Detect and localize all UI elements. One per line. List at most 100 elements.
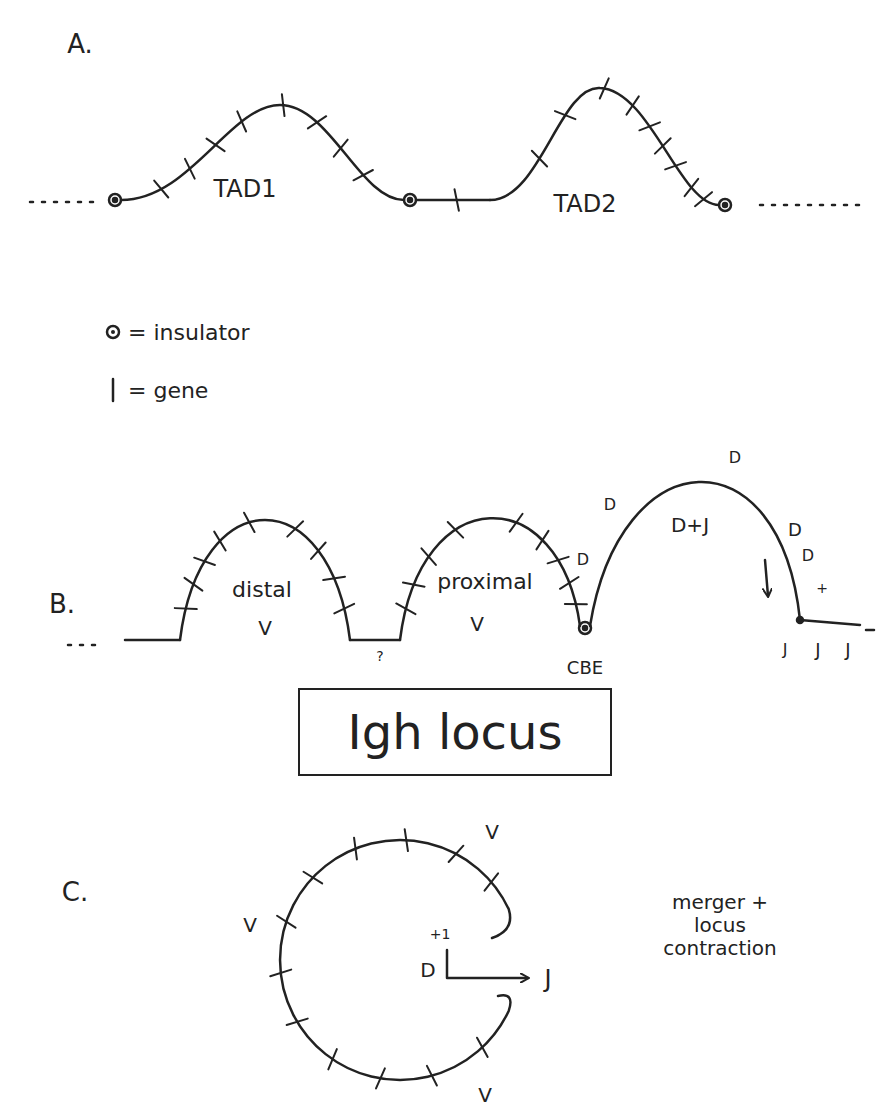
gene-tick bbox=[175, 607, 197, 610]
gene-tick bbox=[427, 1066, 437, 1086]
gene-tick bbox=[354, 838, 357, 860]
gene-tick bbox=[477, 1038, 488, 1057]
insulator-symbol bbox=[719, 199, 731, 211]
gene-tick bbox=[421, 548, 435, 565]
chromatin-fiber bbox=[350, 639, 400, 642]
annotation-label: D bbox=[418, 959, 437, 982]
gene-tick bbox=[405, 829, 408, 851]
annotation-label: J bbox=[813, 640, 822, 661]
gene-tick bbox=[334, 604, 354, 613]
gene-tick bbox=[532, 151, 547, 167]
annotation-label: D bbox=[602, 496, 618, 514]
insulator-symbol bbox=[408, 198, 412, 202]
gene-tick bbox=[560, 577, 579, 589]
annotation-label: D bbox=[575, 551, 591, 569]
locus-box: Igh locus bbox=[298, 688, 612, 776]
gene-tick bbox=[695, 192, 712, 206]
contracted-locus bbox=[280, 840, 510, 1080]
gene-tick bbox=[185, 159, 195, 179]
legend-sample bbox=[104, 376, 122, 404]
gene-tick bbox=[154, 181, 168, 198]
chromatin-fiber bbox=[400, 518, 580, 640]
gene-tick bbox=[448, 522, 463, 538]
legend-text: = gene bbox=[128, 378, 208, 403]
gene-tick bbox=[308, 116, 326, 128]
gene-tick bbox=[536, 531, 548, 549]
gene-tick bbox=[565, 603, 587, 605]
annotation-label: D+J bbox=[669, 514, 711, 537]
gene-tick bbox=[287, 521, 303, 536]
transcription-arrow bbox=[447, 950, 528, 978]
gene-tick bbox=[184, 578, 202, 591]
gene-tick bbox=[304, 872, 323, 884]
legend-row: = insulator bbox=[104, 318, 250, 346]
rearrangement-arrow bbox=[765, 560, 768, 596]
gene-tick bbox=[277, 916, 295, 928]
gene-tick bbox=[455, 189, 459, 211]
chromatin-fiber bbox=[416, 199, 490, 202]
legend-row: = gene bbox=[104, 376, 208, 404]
chromatin-fiber bbox=[590, 482, 860, 626]
gene-tick bbox=[311, 542, 326, 558]
gene-tick bbox=[403, 583, 425, 587]
annotation-label: TAD1 bbox=[212, 176, 279, 204]
gene-tick bbox=[396, 603, 415, 614]
annotation-label: V bbox=[256, 617, 274, 640]
annotation-label: D bbox=[786, 520, 804, 541]
gene-tick bbox=[323, 577, 345, 580]
insulator-symbol bbox=[583, 626, 587, 630]
annotation-label: V bbox=[483, 821, 501, 844]
gene-tick bbox=[270, 970, 291, 977]
legend-sample bbox=[104, 318, 122, 346]
gene-tick bbox=[194, 558, 215, 565]
locus-title: Igh locus bbox=[348, 704, 563, 760]
gene-tick bbox=[485, 873, 499, 890]
gene-tick bbox=[214, 532, 225, 551]
continuation-dots bbox=[30, 201, 95, 204]
annotation-label: +1 bbox=[428, 926, 453, 942]
insulator-symbol bbox=[109, 194, 121, 206]
annotation-label: V bbox=[468, 613, 486, 636]
continuation-dots bbox=[866, 629, 874, 632]
gene-tick bbox=[685, 179, 699, 196]
insulator-symbol bbox=[723, 203, 727, 207]
gene-tick bbox=[244, 513, 254, 532]
gene-tick bbox=[600, 78, 609, 98]
annotation-label: + bbox=[814, 580, 830, 596]
annotation-label: merger + locus contraction bbox=[653, 891, 787, 960]
continuation-dots bbox=[760, 204, 860, 207]
gene-tick bbox=[353, 170, 372, 180]
gene-tick bbox=[639, 122, 660, 130]
gene-tick bbox=[665, 162, 686, 169]
gene-tick bbox=[328, 1049, 337, 1069]
gene-tick bbox=[555, 111, 575, 119]
annotation-label: CBE bbox=[565, 658, 605, 679]
continuation-dots bbox=[68, 644, 95, 647]
annotation-label: ? bbox=[374, 648, 385, 664]
annotation-label: B. bbox=[47, 590, 77, 620]
chromatin-fiber bbox=[180, 520, 350, 640]
gene-tick bbox=[334, 140, 348, 157]
gene-tick bbox=[548, 557, 569, 564]
annotation-label: C. bbox=[60, 878, 90, 908]
annotation-label: V bbox=[241, 914, 259, 937]
annotation-label: TAD2 bbox=[552, 191, 619, 219]
insulator-symbol bbox=[404, 194, 416, 206]
annotation-label: D bbox=[727, 449, 743, 467]
gene-tick bbox=[282, 94, 285, 116]
gene-tick bbox=[237, 111, 246, 131]
annotation-label: J bbox=[542, 966, 553, 994]
annotation-label: J bbox=[781, 641, 790, 659]
annotation-label: A. bbox=[65, 30, 95, 60]
annotation-label: J bbox=[843, 640, 852, 661]
insulator-symbol bbox=[579, 622, 591, 634]
junction-dot bbox=[797, 617, 803, 623]
annotation-label: distal bbox=[230, 577, 294, 602]
chromatin-fiber bbox=[490, 88, 719, 205]
annotation-label: V bbox=[476, 1084, 494, 1107]
gene-tick bbox=[376, 1068, 385, 1088]
gene-tick bbox=[510, 514, 523, 532]
gene-tick bbox=[287, 1019, 308, 1025]
gene-tick bbox=[655, 138, 671, 153]
gene-tick bbox=[626, 96, 638, 114]
